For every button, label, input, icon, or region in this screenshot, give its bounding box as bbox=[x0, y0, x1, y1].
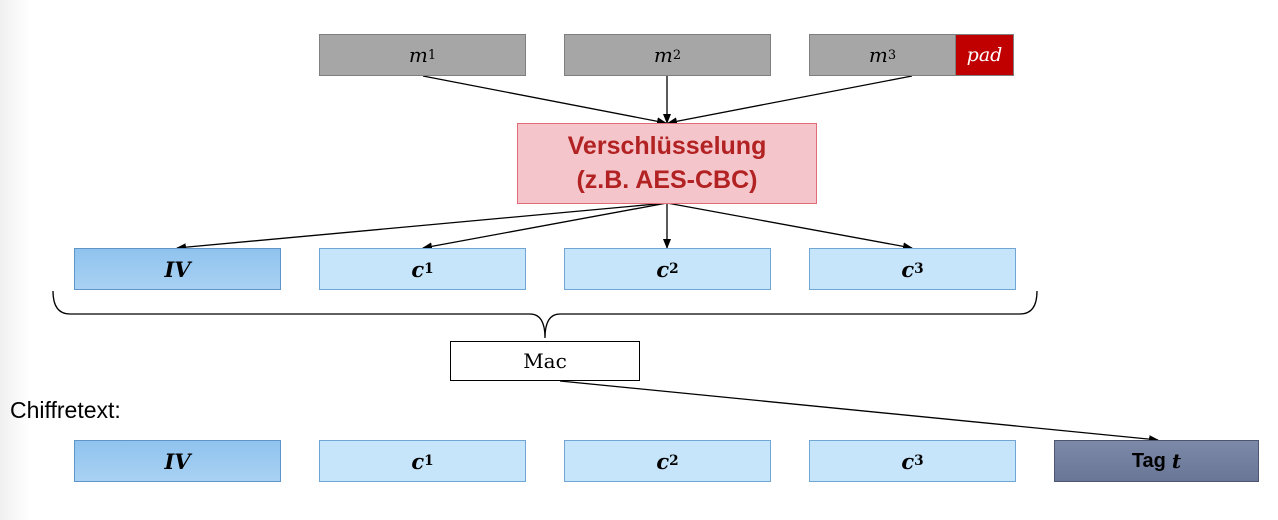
arrow-enc-to-c3 bbox=[666, 202, 913, 251]
c2-sub: 2 bbox=[669, 261, 679, 277]
ct-c3-var: c bbox=[901, 448, 915, 474]
mac-box: Mac bbox=[450, 341, 640, 381]
left-edge-shade bbox=[0, 0, 30, 520]
encryption-title: Verschlüsselung bbox=[567, 131, 767, 160]
m1-var: m bbox=[408, 43, 428, 67]
ct-c3-sub: 3 bbox=[914, 453, 924, 469]
pad-label: pad bbox=[966, 44, 1003, 66]
arrow-m1-to-enc bbox=[422, 75, 667, 126]
ct-c2-var: c bbox=[656, 448, 670, 474]
m3-sub: 3 bbox=[887, 47, 897, 63]
ciphertext-label: Chiffretext: bbox=[10, 397, 121, 423]
iv-label: IV bbox=[164, 256, 191, 282]
c2-var: c bbox=[656, 256, 670, 282]
ciphertext-iv-block: IV bbox=[74, 440, 281, 482]
m2-sub: 2 bbox=[672, 47, 682, 63]
iv-block: IV bbox=[74, 248, 281, 290]
tag-label: Tag bbox=[1131, 449, 1166, 472]
mac-label: Mac bbox=[523, 349, 567, 373]
arrow-enc-to-iv bbox=[176, 202, 668, 252]
ct-c2-sub: 2 bbox=[669, 453, 679, 469]
c1-var: c bbox=[411, 256, 425, 282]
arrow-m3-to-enc bbox=[667, 75, 913, 126]
ct-c1-sub: 1 bbox=[424, 453, 434, 469]
m1-sub: 1 bbox=[427, 47, 437, 63]
arrow-mac-to-tag bbox=[559, 380, 1159, 444]
tag-var: t bbox=[1171, 449, 1182, 473]
c1-sub: 1 bbox=[424, 261, 434, 277]
c3-var: c bbox=[901, 256, 915, 282]
padding-block: pad bbox=[955, 34, 1014, 76]
encryption-subtitle: (z.B. AES-CBC) bbox=[576, 165, 758, 194]
brace bbox=[52, 290, 1038, 339]
ciphertext-iv-label: IV bbox=[164, 448, 191, 474]
arrow-enc-to-c1 bbox=[422, 202, 668, 251]
encryption-box: Verschlüsselung (z.B. AES-CBC) bbox=[517, 123, 817, 204]
m2-var: m bbox=[653, 43, 673, 67]
ct-c1-var: c bbox=[411, 448, 425, 474]
m3-var: m bbox=[868, 43, 888, 67]
c3-sub: 3 bbox=[914, 261, 924, 277]
